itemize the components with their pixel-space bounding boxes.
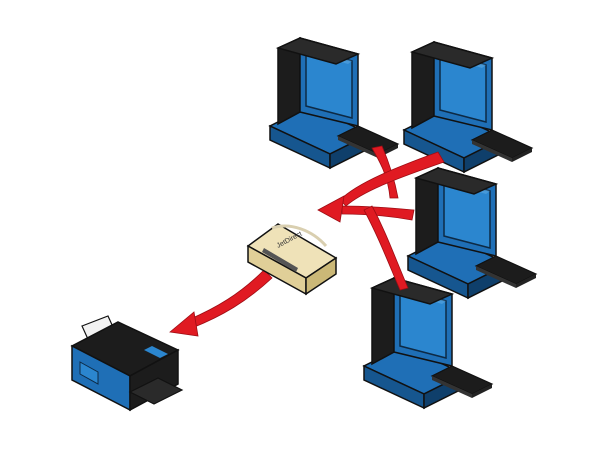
computer-icon (363, 277, 493, 409)
printer-icon (70, 315, 184, 412)
arrow-icon (169, 145, 445, 337)
computer-icon (403, 41, 533, 173)
computer-icon (407, 167, 537, 299)
print-server-icon: JetDirect (246, 223, 338, 296)
